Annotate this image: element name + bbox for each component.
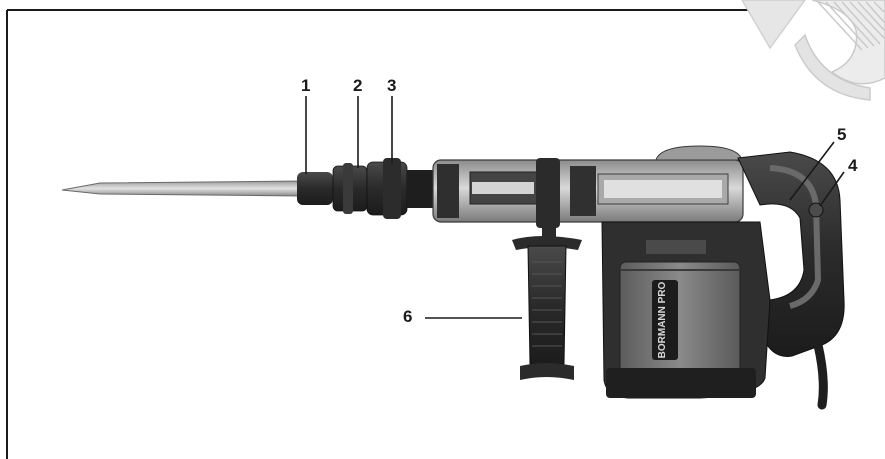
callout-2: 2 (353, 76, 363, 95)
callout-3: 3 (387, 76, 397, 95)
auxiliary-handle (512, 236, 582, 380)
callout-6: 6 (403, 307, 413, 326)
leader-lines (305, 96, 845, 319)
brand-label: BORMANN PRO (657, 281, 668, 358)
callout-4: 4 (848, 156, 858, 175)
tool-holder (297, 158, 435, 219)
motor-housing: BORMANN PRO (601, 221, 771, 399)
leader-line-5 (789, 141, 835, 201)
watermark-logo (741, 0, 885, 101)
page-frame (6, 9, 760, 459)
chisel-bit (61, 180, 301, 197)
leader-line-4 (819, 171, 845, 207)
callout-1: 1 (301, 76, 311, 95)
barrel-housing (432, 145, 744, 240)
rear-handle (737, 151, 845, 410)
callout-5: 5 (837, 125, 847, 144)
